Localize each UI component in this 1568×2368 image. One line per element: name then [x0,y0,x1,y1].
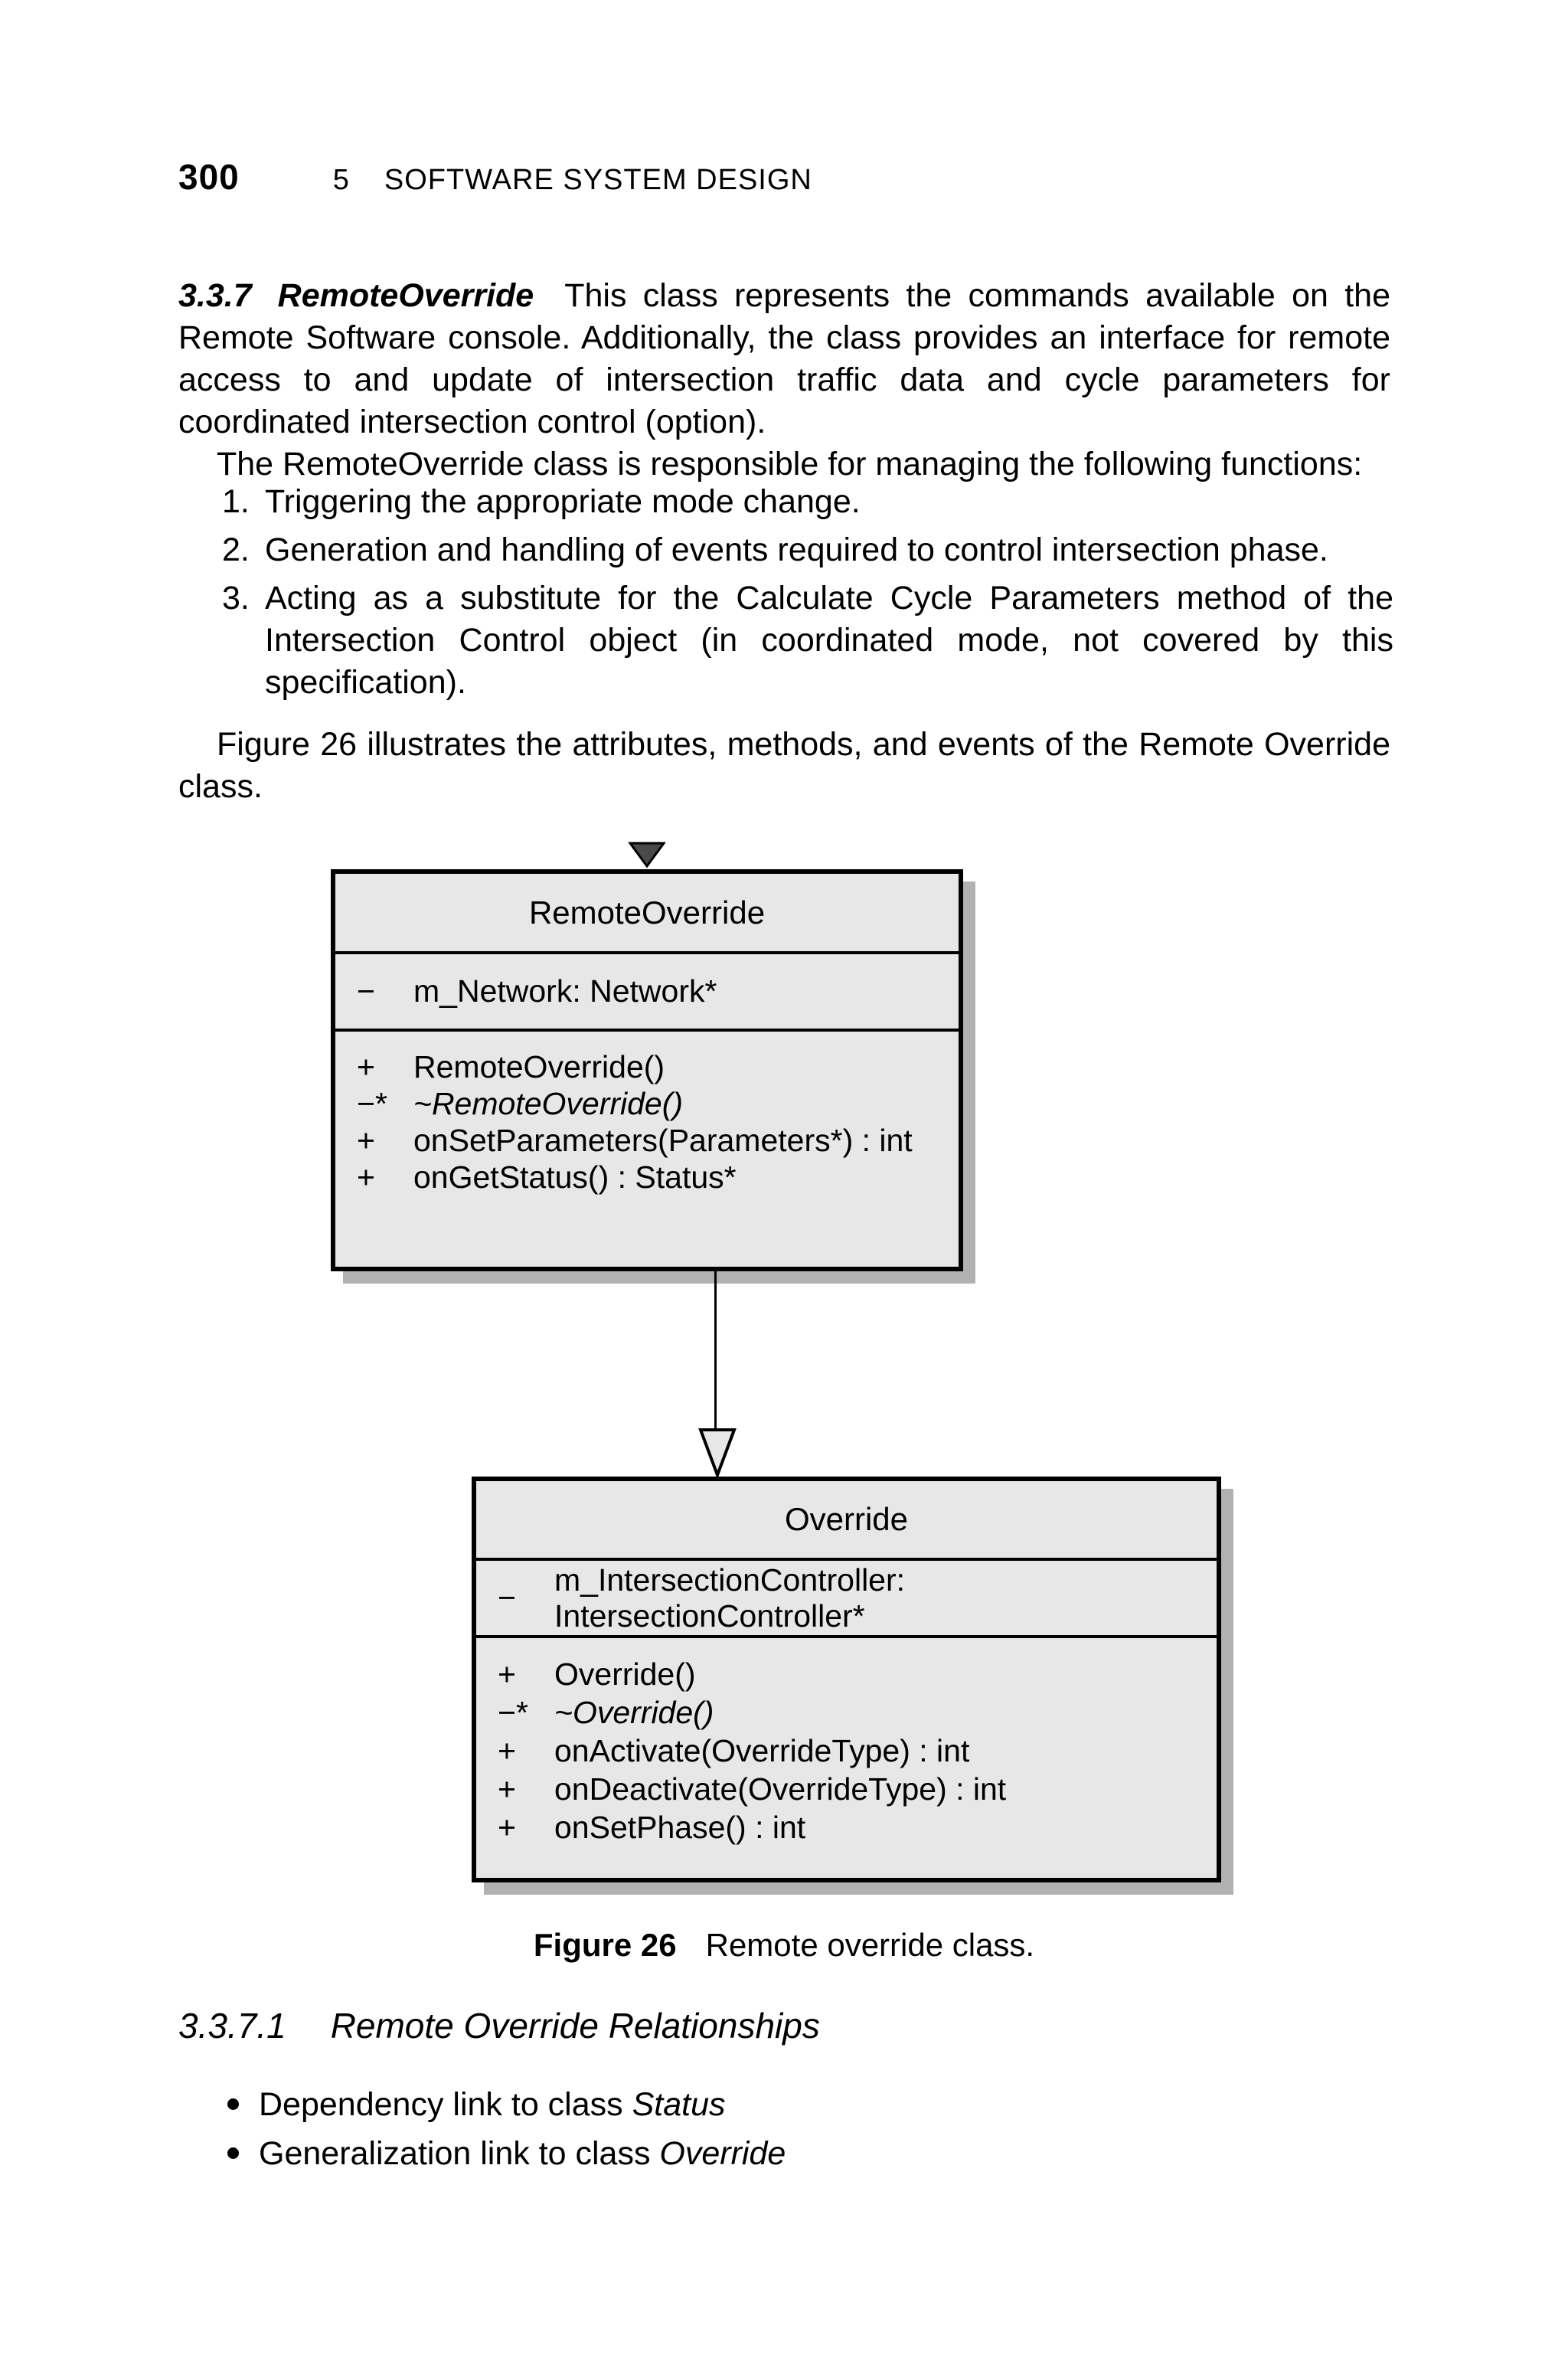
section-intro-text: This class represents the commands avail… [178,277,1390,440]
generalization-connector-line [714,1270,717,1431]
uml-visibility-prefix: + [357,1123,375,1158]
uml-visibility-prefix: + [498,1657,516,1692]
list-item-text: Acting as a substitute for the Calculate… [265,580,1393,701]
running-head: 300 5 SOFTWARE SYSTEM DESIGN [178,156,812,198]
uml-method-text: onSetPhase() : int [554,1810,806,1845]
subsection-number: 3.3.7.1 [178,2006,286,2046]
functions-list: 1. Triggering the appropriate mode chang… [222,481,1393,710]
responsibility-lead-paragraph: The RemoteOverride class is responsible … [217,446,1363,482]
list-item-number: 3. [222,580,250,617]
list-item: 3. Acting as a substitute for the Calcul… [222,577,1393,704]
list-item: Generalization link to class Override [227,2132,1391,2175]
uml-method-row: + onGetStatus() : Status* [357,1159,959,1195]
uml-methods-compartment: + Override() −* ~Override() + onActivate… [476,1638,1217,1846]
uml-method-row: + RemoteOverride() [357,1048,959,1085]
uml-visibility-prefix: + [357,1159,375,1195]
list-item-text: Triggering the appropriate mode change. [265,483,861,520]
list-item: 1. Triggering the appropriate mode chang… [222,481,1393,523]
figure-reference-paragraph: Figure 26 illustrates the attributes, me… [178,726,1390,805]
chapter-title: SOFTWARE SYSTEM DESIGN [384,164,812,196]
uml-method-text: onSetParameters(Parameters*) : int [413,1123,913,1158]
list-item-number: 1. [222,483,250,520]
uml-method-row: −* ~Override() [498,1693,1217,1732]
list-item-number: 2. [222,531,250,568]
list-item-text: Generation and handling of events requir… [265,531,1328,568]
dependency-arrowhead-icon [628,841,666,872]
uml-attribute-text: m_Network: Network* [413,973,717,1009]
uml-visibility-prefix: + [498,1771,516,1807]
uml-attribute-row: − m_Network: Network* [335,954,959,1032]
figure-caption-label: Figure 26 [533,1927,677,1963]
figure-caption-text: Remote override class. [705,1927,1035,1963]
uml-method-text: ~Override() [554,1695,714,1730]
uml-method-text: Override() [554,1657,696,1692]
relationships-list: Dependency link to class Status Generali… [227,2083,1391,2181]
uml-visibility-prefix: − [357,973,375,1009]
section-title: RemoteOverride [277,277,534,314]
uml-method-text: ~RemoteOverride() [413,1086,684,1121]
uml-attribute-text: m_IntersectionController: IntersectionCo… [554,1562,906,1634]
uml-method-text: onGetStatus() : Status* [413,1159,737,1195]
uml-visibility-prefix: + [498,1810,516,1845]
page-number: 300 [178,157,240,197]
uml-method-text: onDeactivate(OverrideType) : int [554,1771,1007,1807]
uml-method-text: onActivate(OverrideType) : int [554,1733,970,1768]
uml-method-row: + onSetParameters(Parameters*) : int [357,1122,959,1159]
uml-method-row: + onSetPhase() : int [498,1808,1217,1846]
uml-method-row: −* ~RemoteOverride() [357,1085,959,1122]
relationship-text: Dependency link to class Status [259,2083,726,2126]
uml-visibility-prefix: + [498,1733,516,1768]
uml-visibility-prefix: −* [357,1086,387,1121]
relationship-target-class: Override [659,2135,786,2172]
relationship-text: Generalization link to class Override [259,2132,786,2175]
uml-visibility-prefix: + [357,1049,375,1084]
uml-visibility-prefix: −* [498,1695,528,1730]
uml-method-row: + Override() [498,1655,1217,1693]
section-number: 3.3.7 [178,277,252,314]
subsection-title: Remote Override Relationships [330,2006,820,2046]
uml-method-text: RemoteOverride() [413,1049,665,1084]
chapter-number: 5 [332,164,349,196]
uml-methods-compartment: + RemoteOverride() −* ~RemoteOverride() … [335,1032,959,1195]
uml-class-override: Override − m_IntersectionController: Int… [472,1477,1221,1882]
uml-class-name: Override [476,1481,1217,1561]
list-item: Dependency link to class Status [227,2083,1391,2126]
figure-caption: Figure 26 Remote override class. [0,1927,1568,1964]
uml-visibility-prefix: − [498,1580,516,1615]
relationship-lead: Generalization link to class [259,2135,660,2172]
bullet-icon [227,2098,239,2110]
generalization-arrowhead-icon [697,1428,737,1482]
uml-class-name: RemoteOverride [335,874,959,954]
uml-method-row: + onDeactivate(OverrideType) : int [498,1770,1217,1808]
relationship-lead: Dependency link to class [259,2086,632,2123]
subsection-heading: 3.3.7.1 Remote Override Relationships [178,2005,820,2046]
relationship-target-class: Status [632,2086,726,2123]
bullet-icon [227,2147,239,2159]
uml-attribute-row: − m_IntersectionController: Intersection… [476,1561,1217,1638]
uml-class-remoteoverride: RemoteOverride − m_Network: Network* + R… [331,869,963,1271]
uml-method-row: + onActivate(OverrideType) : int [498,1732,1217,1770]
list-item: 2. Generation and handling of events req… [222,529,1393,571]
